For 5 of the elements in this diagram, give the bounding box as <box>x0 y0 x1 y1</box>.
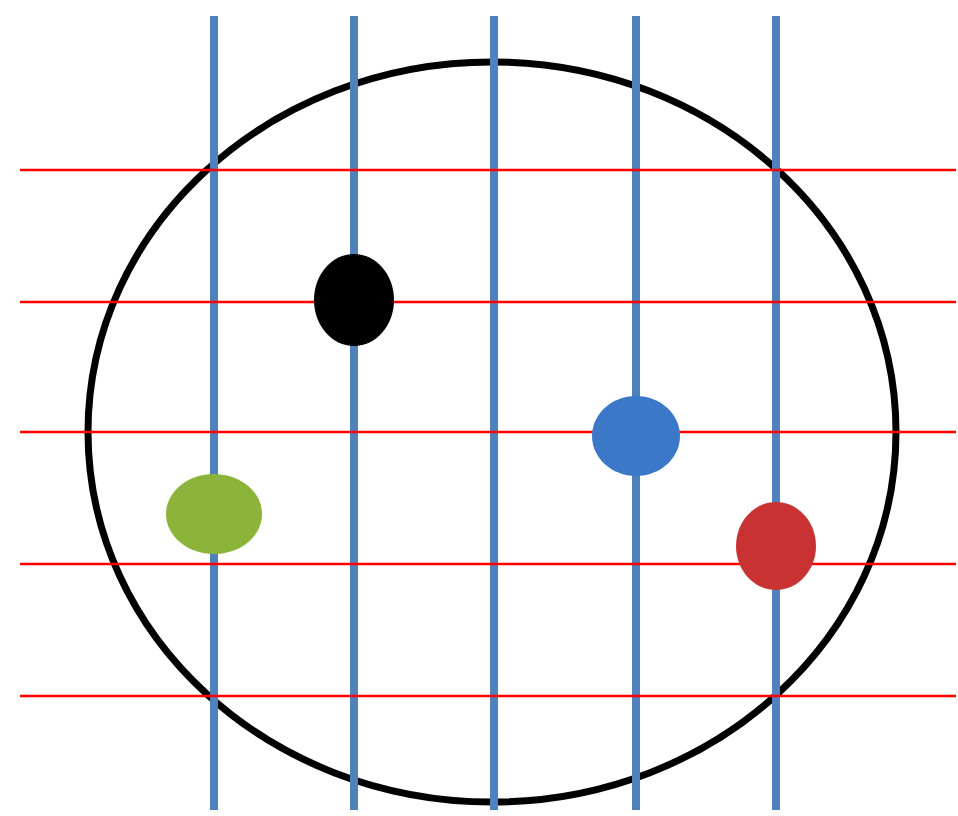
dot <box>592 396 680 476</box>
ellipse-outline <box>84 58 900 806</box>
dot <box>166 474 262 554</box>
dot <box>314 254 394 346</box>
dot <box>736 502 816 590</box>
